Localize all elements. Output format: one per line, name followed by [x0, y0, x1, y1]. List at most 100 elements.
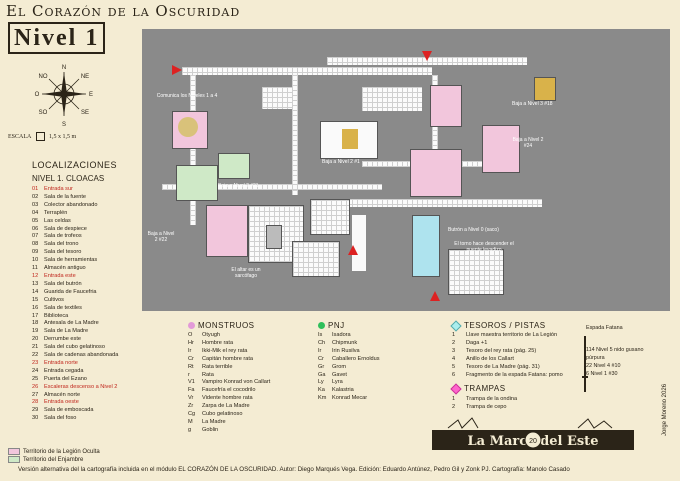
compass-ne: NE — [81, 74, 89, 80]
monster-item-label: Faucefría el cocodrilo — [202, 387, 256, 394]
monster-dot-icon — [188, 322, 195, 330]
location-number: 14 — [32, 288, 39, 295]
npc-item-label: Chipmunk — [332, 339, 358, 346]
location-label: Escaleras descenso a Nivel 2 — [44, 383, 118, 390]
monster-item-code: Fa — [188, 387, 195, 394]
location-label: Terraplén — [44, 209, 68, 216]
trap-diamond-icon — [450, 383, 462, 395]
location-label: Sala de La Madre — [44, 328, 89, 335]
location-number: 15 — [32, 296, 39, 303]
room-legion-north — [430, 85, 462, 127]
traps-heading: TRAMPAS — [450, 383, 506, 395]
compass-o: O — [35, 92, 40, 98]
trap-item-label: Trampa de la ondina — [466, 396, 518, 402]
monster-item-label: Capitán hombre rata — [202, 355, 253, 362]
location-label: Sala de cadenas abandonada — [44, 352, 119, 359]
scale-square-icon — [35, 132, 45, 141]
corridor-north — [182, 67, 432, 75]
room-pit — [178, 117, 198, 137]
npc-item-code: Cr — [318, 355, 324, 362]
locations-heading: LOCALIZACIONES — [32, 160, 118, 170]
location-number: 03 — [32, 201, 39, 208]
monster-item-code: O — [188, 332, 193, 338]
sword-line-1: 114 Nivel 5 nido gusano púrpura — [586, 347, 644, 361]
treasure-item-code: 1 — [452, 332, 456, 338]
npc-item-label: Gavet — [332, 371, 347, 378]
legion-swatch — [8, 448, 20, 455]
location-item: 15 Cultivos — [32, 297, 152, 305]
compass-se: SE — [81, 110, 89, 116]
trap-item-code: 1 — [452, 396, 456, 402]
entrance-marker-icon — [348, 245, 358, 255]
location-number: 21 — [32, 344, 39, 351]
monster-item-label: Zarpa de La Madre — [202, 403, 250, 410]
location-number: 20 — [32, 336, 39, 343]
compass-n: N — [62, 65, 66, 71]
treasure-item-code: 4 — [452, 355, 456, 362]
monsters-heading: MONSTRUOS — [188, 321, 255, 330]
location-label: Almacén norte — [44, 391, 81, 398]
trap-item-code: 2 — [452, 403, 456, 410]
label-butron: Butrón a Nivel 0 (saco) — [448, 227, 499, 233]
room-south-east-corridor — [352, 215, 366, 271]
location-number: 30 — [32, 415, 39, 422]
location-label: Sala del trono — [44, 241, 79, 248]
territory-legion: Territorio de la Legión Oculta — [8, 448, 100, 456]
room-water — [412, 215, 440, 277]
location-number: 08 — [32, 241, 39, 248]
dungeon-map: Comunica los Niveles 1 a 4 Baja a Nivel … — [142, 29, 670, 311]
location-number: 11 — [32, 265, 38, 272]
traps-list: 1 Trampa de la ondina 2 Trampa de cepo — [452, 396, 517, 412]
scale-value: 1,5 x 1,5 m — [49, 133, 77, 140]
location-label: Entrada oeste — [44, 399, 79, 406]
npc-item-label: Lyra — [332, 379, 343, 386]
location-number: 12 — [32, 272, 39, 279]
location-number: 23 — [32, 359, 39, 366]
location-label: Sala del foso — [44, 415, 77, 422]
monster-item-label: Otyugh — [202, 332, 221, 338]
trap-item-label: Trampa de cepo — [466, 403, 507, 410]
label-comunica: Comunica los Niveles 1 a 4 — [156, 93, 218, 99]
location-label: Sala del cubo gelatinoso — [44, 344, 105, 351]
location-number: 02 — [32, 193, 39, 200]
location-number: 17 — [32, 312, 39, 319]
sword-line-2: 22 Nivel 4 #10 — [586, 363, 621, 369]
corridor-north-east — [327, 57, 427, 65]
location-number: 07 — [32, 233, 39, 240]
location-label: Cultivos — [44, 296, 64, 303]
trap-item: 1 Trampa de la ondina — [452, 396, 517, 404]
monster-item-code: r — [188, 371, 190, 378]
corridor-center-vertical — [292, 75, 298, 195]
monster-item-code: Zr — [188, 403, 194, 410]
monster-item-label: Ikki-Mik el rey rata — [202, 347, 248, 354]
location-label: Sala de emboscada — [44, 407, 94, 414]
author-credit: Jorge Moreno 2026 — [662, 383, 668, 436]
